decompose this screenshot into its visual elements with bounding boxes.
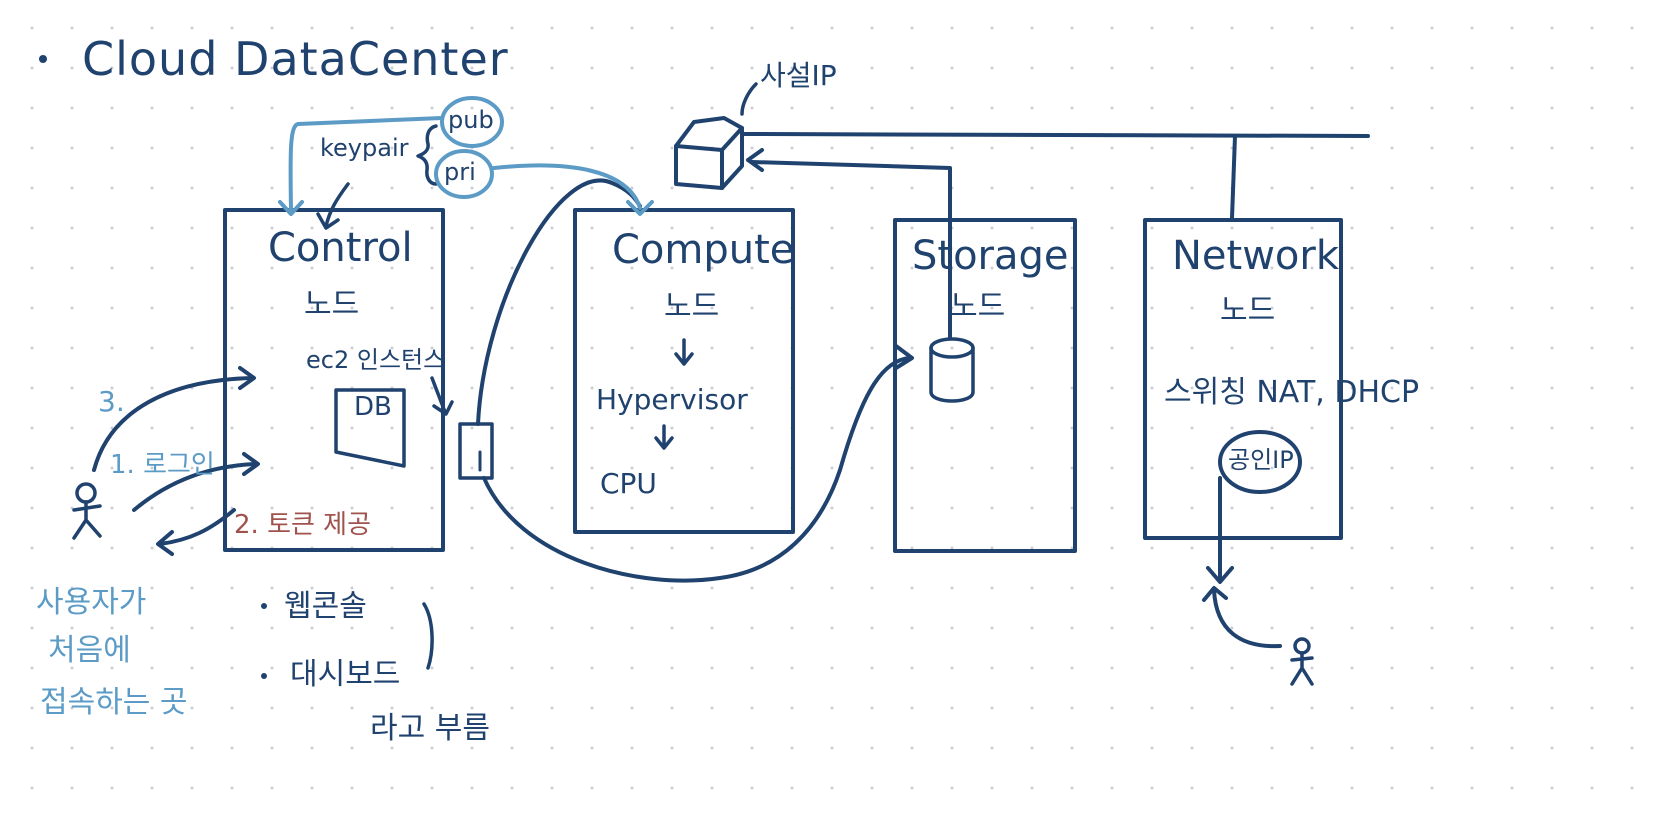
external-user-up-arrowhead xyxy=(1202,586,1228,602)
control-node-sub: 노드 xyxy=(304,287,360,322)
pub-key-label: pub xyxy=(448,106,494,134)
step1-arrowhead xyxy=(242,452,260,476)
console-bullet-1 xyxy=(261,603,267,609)
keypair-arrow xyxy=(324,182,350,228)
keypair-arrowhead xyxy=(316,212,340,230)
connector-plug-icon xyxy=(458,422,494,480)
network-node-sub: 노드 xyxy=(1220,293,1276,328)
storage-node-title: Storage xyxy=(912,233,1069,279)
storage-router-cable xyxy=(750,160,952,340)
console-brace xyxy=(422,602,434,670)
pub-key-circle xyxy=(440,96,504,148)
title-bullet xyxy=(39,55,47,63)
network-bus-line xyxy=(742,132,1370,138)
network-node-box xyxy=(1143,218,1343,540)
db-box xyxy=(334,388,406,468)
console-bullet-2 xyxy=(261,673,267,679)
compute-node-sub: 노드 xyxy=(664,289,720,324)
step2-label: 2. 토큰 제공 xyxy=(234,510,372,540)
private-ip-pointer xyxy=(740,82,758,116)
user-note-line1: 사용자가 xyxy=(36,585,147,620)
router-cube-icon xyxy=(674,116,744,190)
ec2-instance-label: ec2 인스턴스 xyxy=(306,346,446,374)
user-note-line3: 접속하는 곳 xyxy=(40,685,188,720)
step3-label: 3. xyxy=(98,385,125,418)
keypair-brace xyxy=(416,124,438,186)
user-figure-icon xyxy=(72,482,102,540)
pub-key-arrowhead xyxy=(278,200,304,216)
storage-router-arrowhead xyxy=(746,148,764,172)
ec2-arrowhead xyxy=(432,400,454,416)
step2-arrow xyxy=(158,508,236,546)
storage-node-sub: 노드 xyxy=(950,289,1006,324)
step2-arrowhead xyxy=(156,530,174,556)
public-ip-circle xyxy=(1218,430,1302,494)
storage-node-box xyxy=(893,218,1077,553)
step3-arrowhead xyxy=(238,366,256,390)
cable-lower xyxy=(482,356,912,583)
pub-key-arrow xyxy=(288,116,444,212)
web-console-label: 웹콘솔 xyxy=(284,589,367,624)
private-ip-label: 사설IP xyxy=(760,59,837,92)
step1-arrow xyxy=(132,462,258,512)
step1-label: 1. 로그인 xyxy=(110,450,215,480)
dashboard-label: 대시보드 xyxy=(290,657,401,692)
pri-key-arrowhead xyxy=(626,200,654,216)
network-node-bus-drop xyxy=(1230,134,1237,220)
control-node-title: Control xyxy=(268,225,413,271)
compute-arrow-2 xyxy=(654,424,674,450)
page-title: Cloud DataCenter xyxy=(82,32,509,86)
cable-to-storage-arrowhead xyxy=(894,344,914,370)
hypervisor-label: Hypervisor xyxy=(596,383,748,416)
network-node-title: Network xyxy=(1172,233,1340,279)
external-user-figure-icon xyxy=(1290,637,1314,686)
pri-key-circle xyxy=(434,149,494,199)
keypair-label: keypair xyxy=(320,134,409,162)
storage-disk-icon xyxy=(929,337,975,403)
network-services-label: 스위칭 NAT, DHCP xyxy=(1164,375,1420,410)
user-note-line2: 처음에 xyxy=(48,633,131,668)
pri-key-label: pri xyxy=(444,158,476,186)
db-label: DB xyxy=(354,392,392,422)
pri-key-arrow xyxy=(492,163,642,210)
compute-arrow-1 xyxy=(674,338,694,366)
public-ip-down-arrowhead xyxy=(1206,566,1234,584)
cpu-label: CPU xyxy=(600,467,657,500)
external-user-up-arrow xyxy=(1212,588,1282,649)
step3-arrow xyxy=(92,376,254,472)
compute-node-title: Compute xyxy=(612,227,795,273)
called-label: 라고 부름 xyxy=(370,711,490,746)
compute-node-box xyxy=(573,208,795,534)
ec2-arrow xyxy=(430,376,447,414)
public-ip-label: 공인IP xyxy=(1228,446,1294,474)
